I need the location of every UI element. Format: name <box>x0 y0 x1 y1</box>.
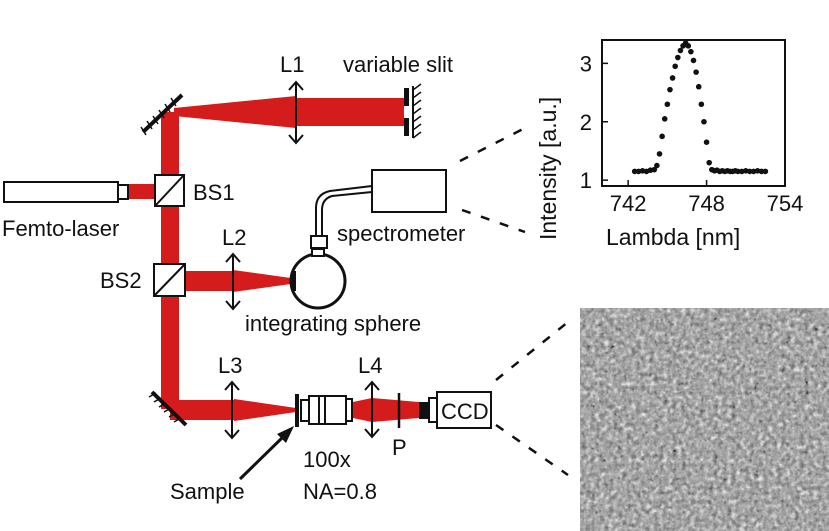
lens-l3 <box>224 380 240 440</box>
beam-splitter-bs2 <box>153 263 186 297</box>
polarizer-label: P <box>392 435 407 460</box>
y-tick-label: 1 <box>580 168 592 193</box>
bottom-beam-a <box>170 400 234 420</box>
data-points <box>631 40 769 175</box>
bottom-mirror <box>148 390 188 427</box>
data-point <box>703 139 710 145</box>
spectrum-inset-chart: 742 748 754 1 2 3 Lambda [nm] Intensity [a.u… <box>535 39 804 250</box>
sphere-beam-b <box>233 270 298 292</box>
data-point <box>656 151 663 157</box>
numerical-aperture-label: NA=0.8 <box>303 479 377 504</box>
lens-l1 <box>288 80 304 145</box>
laser-beams <box>128 96 430 422</box>
sample-arrow <box>238 426 294 481</box>
vertical-beam <box>161 112 179 409</box>
integrating-sphere <box>289 248 347 310</box>
data-point <box>698 101 705 108</box>
l3-label: L3 <box>218 353 242 378</box>
bs2-label: BS2 <box>100 268 142 293</box>
integrating-sphere-label: integrating sphere <box>245 311 421 336</box>
top-mirror <box>140 93 184 136</box>
spectrometer-label: spectrometer <box>337 221 465 246</box>
data-point <box>701 118 707 125</box>
variable-slit-label: variable slit <box>343 52 453 77</box>
top-beam-collimated <box>296 98 404 126</box>
data-point <box>693 69 699 75</box>
data-point <box>654 162 660 169</box>
data-point <box>659 133 665 140</box>
connector-lines <box>459 126 569 477</box>
data-point <box>677 47 684 54</box>
speckle-image <box>580 308 829 531</box>
data-point <box>735 168 741 175</box>
data-point <box>685 43 692 49</box>
data-point <box>746 168 753 175</box>
sample-label: Sample <box>170 479 245 504</box>
data-point <box>651 166 658 173</box>
bottom-beam-c <box>348 398 430 422</box>
x-tick-label: 748 <box>688 191 725 216</box>
data-point <box>675 54 681 61</box>
lens-l2 <box>225 252 241 311</box>
data-point <box>631 168 638 175</box>
x-axis-ticks: 742 748 754 <box>610 180 804 216</box>
spectrometer <box>371 169 447 213</box>
femto-laser-label: Femto-laser <box>2 216 119 241</box>
ccd-camera <box>419 391 492 429</box>
sample-slide <box>295 394 299 427</box>
y-tick-label: 2 <box>580 110 592 135</box>
l1-label: L1 <box>280 52 304 77</box>
data-point <box>762 168 769 175</box>
data-point <box>672 63 678 70</box>
bottom-beam-b <box>234 399 296 421</box>
x-axis-title: Lambda [nm] <box>606 224 740 250</box>
plot-frame <box>601 39 786 187</box>
x-tick-label: 754 <box>767 191 804 216</box>
data-point <box>695 83 702 90</box>
data-point <box>669 75 676 81</box>
data-point <box>706 159 712 166</box>
y-tick-label: 3 <box>580 51 592 76</box>
data-point <box>688 48 694 55</box>
data-point <box>664 101 671 108</box>
sphere-beam-a <box>178 271 233 291</box>
microscope-objective <box>300 395 353 425</box>
data-point <box>758 168 765 175</box>
ccd-label: CCD <box>441 399 489 424</box>
data-point <box>667 86 673 93</box>
top-beam <box>174 96 296 128</box>
y-axis-ticks: 1 2 3 <box>580 51 608 193</box>
y-axis-title: Intensity [a.u.] <box>535 97 561 240</box>
bs1-label: BS1 <box>193 180 235 205</box>
beam-splitter-bs1 <box>154 174 185 207</box>
l4-label: L4 <box>358 353 382 378</box>
variable-slit <box>404 83 422 139</box>
l2-label: L2 <box>222 225 246 250</box>
lens-l4 <box>364 380 380 439</box>
x-tick-label: 742 <box>610 191 647 216</box>
laser-output-beam <box>128 184 162 199</box>
femto-laser <box>3 181 129 203</box>
data-point <box>661 116 668 122</box>
objective-magnification-label: 100x <box>303 447 351 472</box>
data-point <box>690 57 697 64</box>
